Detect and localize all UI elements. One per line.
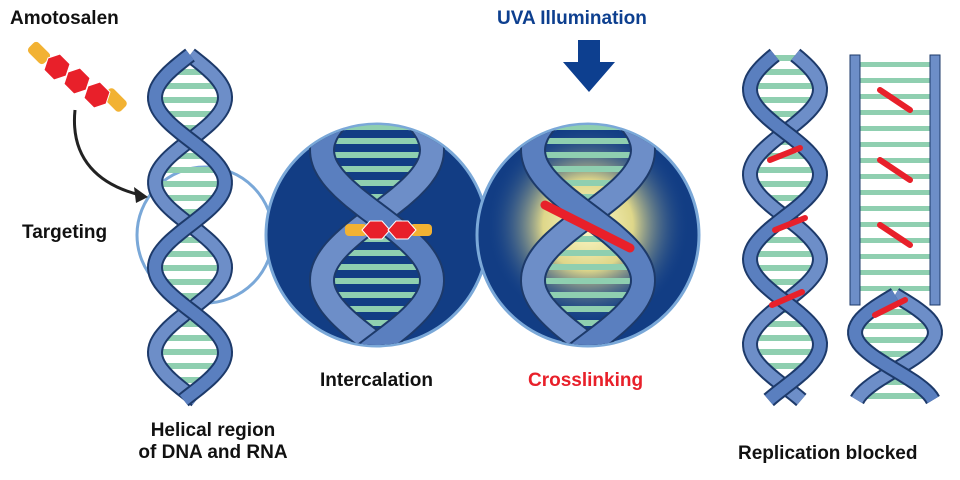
base-pair-rung — [318, 138, 436, 144]
base-pair-rung — [744, 83, 826, 89]
base-pair-rung — [858, 110, 934, 115]
base-pair-rung — [156, 335, 224, 341]
label-intercalation: Intercalation — [320, 370, 433, 391]
label-replication-blocked: Replication blocked — [738, 443, 918, 464]
base-pair-rung — [318, 292, 436, 298]
backbone-ribbon — [743, 50, 827, 405]
base-pair-rung — [367, 348, 387, 354]
amotosalen-intercalated — [345, 220, 432, 240]
base-pair-rung — [858, 126, 934, 131]
base-pair-rung — [340, 110, 414, 116]
base-pair-rung — [858, 206, 934, 211]
base-pair-rung — [858, 142, 934, 147]
base-pair-rung — [858, 174, 934, 179]
base-pair-rung — [153, 83, 227, 89]
base-pair-rung — [745, 97, 825, 103]
base-pair-rung — [316, 278, 438, 284]
base-pair-rung — [858, 62, 934, 67]
helix-replication-blocked-1 — [741, 48, 829, 407]
crosslink-bar — [769, 289, 805, 308]
label-helical-line1: Helical region — [150, 420, 276, 441]
base-pair-rung — [746, 335, 824, 341]
base-pair-rung — [753, 69, 817, 75]
base-pair-rung — [858, 158, 934, 163]
base-pair-rung — [530, 166, 646, 172]
base-pair-rung — [745, 167, 825, 173]
base-pair-rung — [856, 393, 934, 399]
label-uva-illumination: UVA Illumination — [497, 8, 647, 29]
label-targeting: Targeting — [22, 222, 108, 243]
base-pair-rung — [319, 166, 435, 172]
base-pair-rung — [149, 181, 231, 187]
base-pair-rung — [849, 337, 941, 343]
base-pair-rung — [858, 78, 934, 83]
crosslink-bar — [772, 215, 808, 233]
label-helical-line2: of DNA and RNA — [138, 442, 288, 463]
base-pair-rung — [329, 250, 425, 256]
base-pair-rung — [551, 110, 625, 116]
base-pair-rung — [155, 251, 225, 257]
base-pair-rung — [852, 323, 938, 329]
base-pair-rung — [858, 238, 934, 243]
base-pair-rung — [320, 264, 434, 270]
base-pair-rung — [744, 349, 826, 355]
base-pair-rung — [858, 270, 934, 275]
label-helical-region: Helical region of DNA and RNA — [128, 420, 298, 464]
amotosalen-molecule — [27, 41, 127, 112]
crosslink-bar — [767, 145, 803, 163]
label-amotosalen: Amotosalen — [10, 8, 119, 29]
base-pair-rung — [858, 222, 934, 227]
base-pair-rung — [858, 254, 934, 259]
ladder-replication-blocked-2 — [847, 54, 943, 405]
helix-dna-rna — [146, 48, 234, 407]
base-pair-rung — [745, 251, 825, 257]
crosslink-bar — [877, 157, 913, 183]
targeting-arrowhead-icon — [134, 187, 148, 203]
backbone-strand — [929, 54, 941, 306]
base-pair-rung — [744, 265, 826, 271]
crosslink-bar — [540, 200, 635, 253]
base-pair-rung — [316, 152, 438, 158]
backbone-ribbon — [743, 50, 827, 405]
uva-arrow-icon — [563, 40, 615, 92]
backbone-ribbon — [851, 289, 941, 404]
base-pair-rung — [154, 167, 226, 173]
base-pair-rung — [578, 348, 598, 354]
backbone-ribbon — [148, 50, 232, 405]
base-pair-rung — [858, 94, 934, 99]
base-pair-rung — [529, 292, 647, 298]
base-pair-rung — [151, 363, 229, 369]
base-pair-rung — [531, 264, 645, 270]
base-pair-rung — [149, 97, 231, 103]
base-pair-rung — [540, 250, 636, 256]
base-pair-rung — [527, 278, 649, 284]
base-pair-rung — [858, 286, 934, 291]
targeting-arrow — [72, 109, 141, 197]
label-crosslinking: Crosslinking — [528, 370, 644, 391]
base-pair-rung — [858, 190, 934, 195]
base-pair-rung — [529, 138, 647, 144]
base-pair-rung — [745, 181, 825, 187]
base-pair-rung — [149, 265, 231, 271]
base-pair-rung — [149, 349, 231, 355]
crosslink-bar — [877, 87, 913, 113]
backbone-strand — [849, 54, 861, 306]
backbone-ribbon — [849, 289, 939, 404]
backbone-ribbon — [521, 125, 655, 345]
crosslink-bar — [877, 222, 913, 248]
base-pair-rung — [527, 152, 649, 158]
crosslink-bar — [872, 297, 908, 318]
